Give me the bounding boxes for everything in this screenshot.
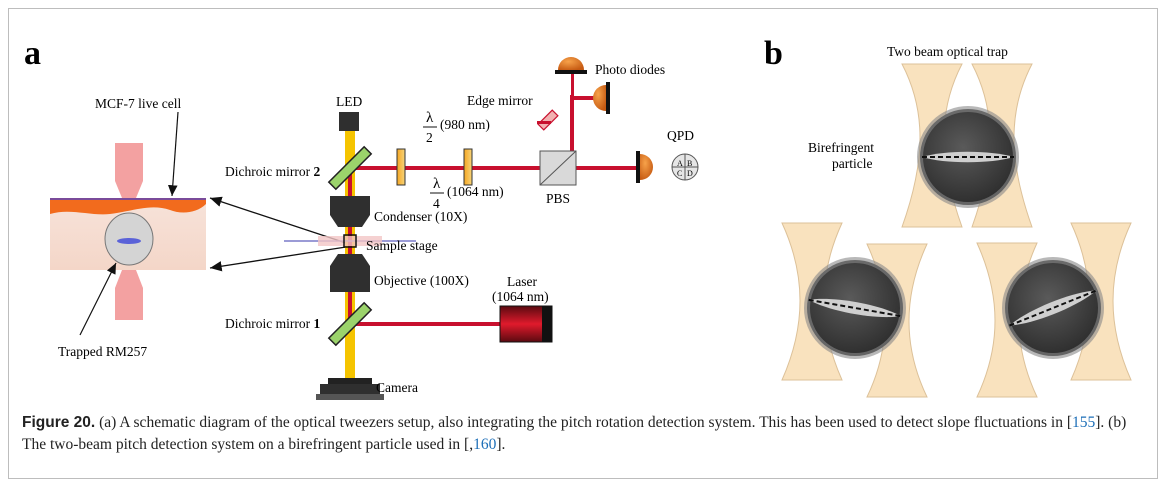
edge-mirror [537,109,559,131]
lower-beam [115,270,143,320]
half-wave-plate [396,148,406,186]
trap-top [901,63,1033,228]
svg-text:4: 4 [433,196,440,211]
objective [330,254,370,292]
label-laser: Laser [507,274,537,289]
upper-beam [115,143,143,181]
label-objective: Objective (100X) [374,273,469,288]
label-trapped: Trapped RM257 [58,344,147,359]
label-photo-diodes: Photo diodes [595,62,665,77]
qpd-quadrant-c: C [677,169,682,178]
pbs-cube [539,150,577,186]
label-sample-stage: Sample stage [366,238,438,253]
label-dichroic-2: Dichroic mirror 2 [225,164,320,179]
citation-link-160[interactable]: 160 [473,436,497,453]
svg-text:λ: λ [433,176,441,192]
label-pbs: PBS [546,191,570,206]
caption-text-1: (a) A schematic diagram of the optical t… [95,414,1073,431]
label-quarter-wave: λ 4 (1064 nm) [430,176,504,211]
label-laser-wavelength: (1064 nm) [492,289,549,304]
qpd-detector [636,151,699,183]
label-camera: Camera [376,380,418,395]
qpd-quadrant-d: D [687,169,693,178]
panel-a-letter: a [24,35,41,72]
dichroic-mirror-2 [327,145,373,191]
label-half-wave: λ 2 (980 nm) [423,110,490,145]
label-birefringent-1: Birefringent [808,140,874,155]
caption-text-2: ]. (b) The two-beam pitch detection syst… [22,414,1127,453]
cell-schematic [50,143,206,320]
svg-text:(980 nm): (980 nm) [440,117,490,132]
qpd-quadrant-a: A [677,159,683,168]
label-led: LED [336,94,362,109]
trap-bottom-right [976,222,1132,398]
caption-text-3: ]. [496,436,506,453]
sample-stage [284,234,416,248]
figure-graphic: a MCF-7 live cell Trapped RM257 LED Dich… [24,35,1132,400]
svg-text:(1064 nm): (1064 nm) [447,184,504,199]
label-dichroic-1: Dichroic mirror 1 [225,316,320,331]
label-condenser: Condenser (10X) [374,209,467,224]
figure-caption: Figure 20. (a) A schematic diagram of th… [22,412,1142,456]
quarter-wave-plate [463,148,473,186]
svg-text:λ: λ [426,110,434,126]
laser-lower-path [352,322,502,326]
dichroic-mirror-1 [327,301,373,347]
photo-diode-right [593,82,610,114]
led-source [339,112,359,131]
caption-label: Figure 20. [22,414,96,431]
panel-b-title: Two beam optical trap [887,44,1008,59]
label-birefringent-2: particle [832,156,872,171]
label-edge-mirror: Edge mirror [467,93,533,108]
panel-b-letter: b [764,35,783,72]
label-mcf7: MCF-7 live cell [95,96,181,111]
laser-source [499,305,553,343]
qpd-quadrant-b: B [687,159,692,168]
camera [316,378,384,400]
cell-membrane [50,200,206,215]
citation-link-155[interactable]: 155 [1072,414,1096,431]
label-qpd: QPD [667,128,694,143]
laser-upper-path [352,166,642,170]
photo-diode-top [555,57,587,74]
svg-text:2: 2 [426,130,433,145]
condenser [330,196,370,227]
trap-bottom-left [781,222,928,398]
